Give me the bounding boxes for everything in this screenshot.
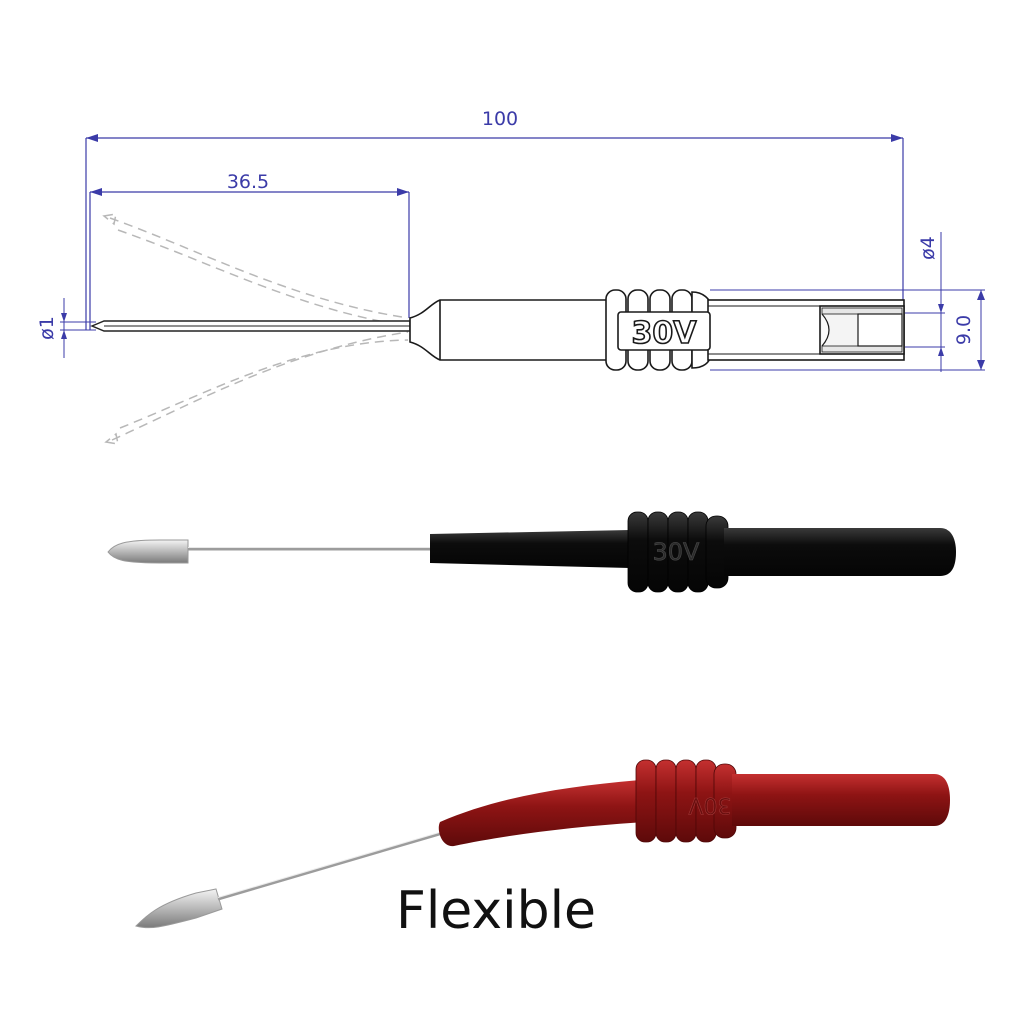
caption-flexible: Flexible bbox=[396, 881, 596, 941]
body-diameter-label: 9.0 bbox=[953, 315, 975, 345]
technical-drawing: 100 36.5 ø1 ø4 bbox=[36, 108, 985, 445]
dimension-needle-length bbox=[89, 188, 410, 330]
red-probe-insulator bbox=[438, 780, 646, 847]
dimension-socket-diameter bbox=[905, 232, 945, 372]
black-probe-marking: 30V bbox=[653, 538, 701, 566]
needle-outline bbox=[90, 320, 411, 332]
red-probe-marking: 30V bbox=[688, 792, 731, 817]
sleeve-marking: 30V bbox=[632, 316, 698, 351]
overall-length-label: 100 bbox=[482, 108, 518, 130]
black-probe-grip bbox=[627, 511, 729, 593]
red-probe-grip bbox=[635, 759, 737, 843]
dimension-needle-diameter bbox=[60, 298, 96, 358]
dimension-body-diameter bbox=[710, 289, 985, 371]
sleeve-marking-box: 30V bbox=[617, 311, 711, 352]
red-probe-tip bbox=[135, 830, 447, 929]
red-probe-sleeve bbox=[732, 774, 950, 826]
needle-diameter-label: ø1 bbox=[36, 316, 58, 340]
flexed-needle-outline bbox=[102, 213, 409, 445]
red-probe: 30V bbox=[135, 759, 950, 929]
black-probe-sleeve bbox=[724, 528, 956, 576]
probe-body-outline bbox=[409, 289, 905, 371]
black-probe-insulator bbox=[430, 530, 630, 568]
dimension-overall-length bbox=[85, 134, 904, 330]
black-probe-tip bbox=[107, 539, 432, 564]
socket-diameter-label: ø4 bbox=[917, 236, 939, 260]
black-probe: 30V bbox=[107, 511, 956, 593]
needle-length-label: 36.5 bbox=[227, 171, 269, 193]
